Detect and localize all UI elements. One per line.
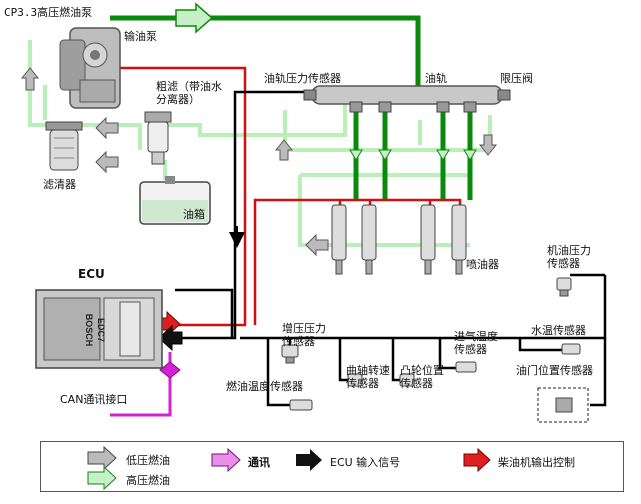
legend-comm-icon: [211, 447, 241, 473]
high-pressure-pump: [59, 27, 121, 109]
input-arrow-icon: [158, 324, 183, 352]
low-pressure-arrow-icon: [478, 134, 498, 156]
ecu-unit: BOSCH EDC7: [35, 289, 163, 369]
comm-connector-icon: [159, 361, 181, 379]
crank-sensor-icon: [347, 373, 363, 387]
injectors: [331, 204, 467, 275]
injector: [451, 204, 467, 275]
injector-label: 喷油器: [466, 258, 499, 271]
feed-pump-label: 输油泵: [124, 30, 157, 43]
throttle-sensor-label: 油门位置传感器: [516, 364, 593, 377]
low-pressure-arrow-icon: [95, 150, 119, 174]
crank-sensor-label: 曲轴转速 传感器: [346, 364, 390, 390]
coarse-filter-label: 粗滤（带油水 分离器）: [156, 80, 222, 106]
legend-output-icon: [463, 447, 491, 473]
fuel-tank: [139, 176, 211, 225]
boost-sensor-label: 增压压力 传感器: [282, 322, 326, 348]
injector: [331, 204, 347, 275]
ecu-input-lines: [170, 90, 607, 407]
cam-sensor-label: 凸轮位置 传感器: [400, 364, 444, 390]
common-rail: [303, 85, 511, 113]
legend-low-pressure-icon: [87, 445, 117, 471]
fine-filter-label: 滤清器: [43, 178, 76, 191]
boost-sensor-icon: [281, 344, 299, 364]
low-pressure-arrow-icon: [95, 116, 119, 140]
legend-output-label: 柴油机输出控制: [498, 456, 575, 469]
pressure-limiter-label: 限压阀: [500, 72, 533, 85]
pump-title: CP3.3高压燃油泵: [4, 6, 93, 19]
ecu-brand-text: BOSCH: [84, 314, 94, 347]
rail-label: 油轨: [425, 72, 447, 85]
legend-high-pressure-label: 高压燃油: [126, 474, 170, 487]
can-port-label: CAN通讯接口: [60, 393, 128, 406]
intake-temp-sensor-label: 进气温度 传感器: [454, 330, 498, 356]
low-pressure-arrow-icon: [274, 139, 294, 161]
legend-low-pressure-label: 低压燃油: [126, 454, 170, 467]
sensors: [281, 277, 589, 423]
intake-temp-sensor-icon: [455, 361, 477, 373]
oil-pressure-sensor-icon: [556, 277, 572, 297]
rail-line-arrows: [349, 149, 477, 161]
tank-label: 油箱: [183, 208, 205, 221]
injector: [420, 204, 436, 275]
low-pressure-arrow-icon: [20, 67, 40, 91]
low-pressure-arrow-icon: [305, 233, 329, 257]
legend-ecu-input-label: ECU 输入信号: [330, 456, 401, 469]
flow-arrows: [20, 2, 498, 352]
ecu-label: ECU: [78, 267, 105, 281]
cam-sensor-icon: [399, 373, 415, 387]
high-pressure-arrow-icon: [175, 2, 214, 34]
legend-symbols: [87, 445, 491, 491]
ecu-model-text: EDC7: [96, 318, 106, 342]
fine-filter: [45, 121, 83, 171]
water-temp-sensor-icon: [561, 343, 581, 355]
legend: [40, 441, 624, 492]
fuel-temp-sensor-label: 燃油温度传感器: [226, 380, 303, 393]
oil-pressure-sensor-label: 机油压力 传感器: [547, 244, 591, 270]
throttle-sensor-icon: [537, 387, 589, 423]
fuel-temp-sensor-icon: [289, 399, 313, 411]
rail-pressure-sensor-label: 油轨压力传感器: [264, 72, 341, 85]
water-temp-sensor-label: 水温传感器: [531, 324, 586, 337]
coarse-filter: [144, 111, 172, 165]
legend-ecu-input-icon: [296, 449, 322, 471]
injector: [361, 204, 377, 275]
legend-comm-label: 通讯: [248, 456, 270, 469]
legend-high-pressure-icon: [87, 465, 117, 491]
